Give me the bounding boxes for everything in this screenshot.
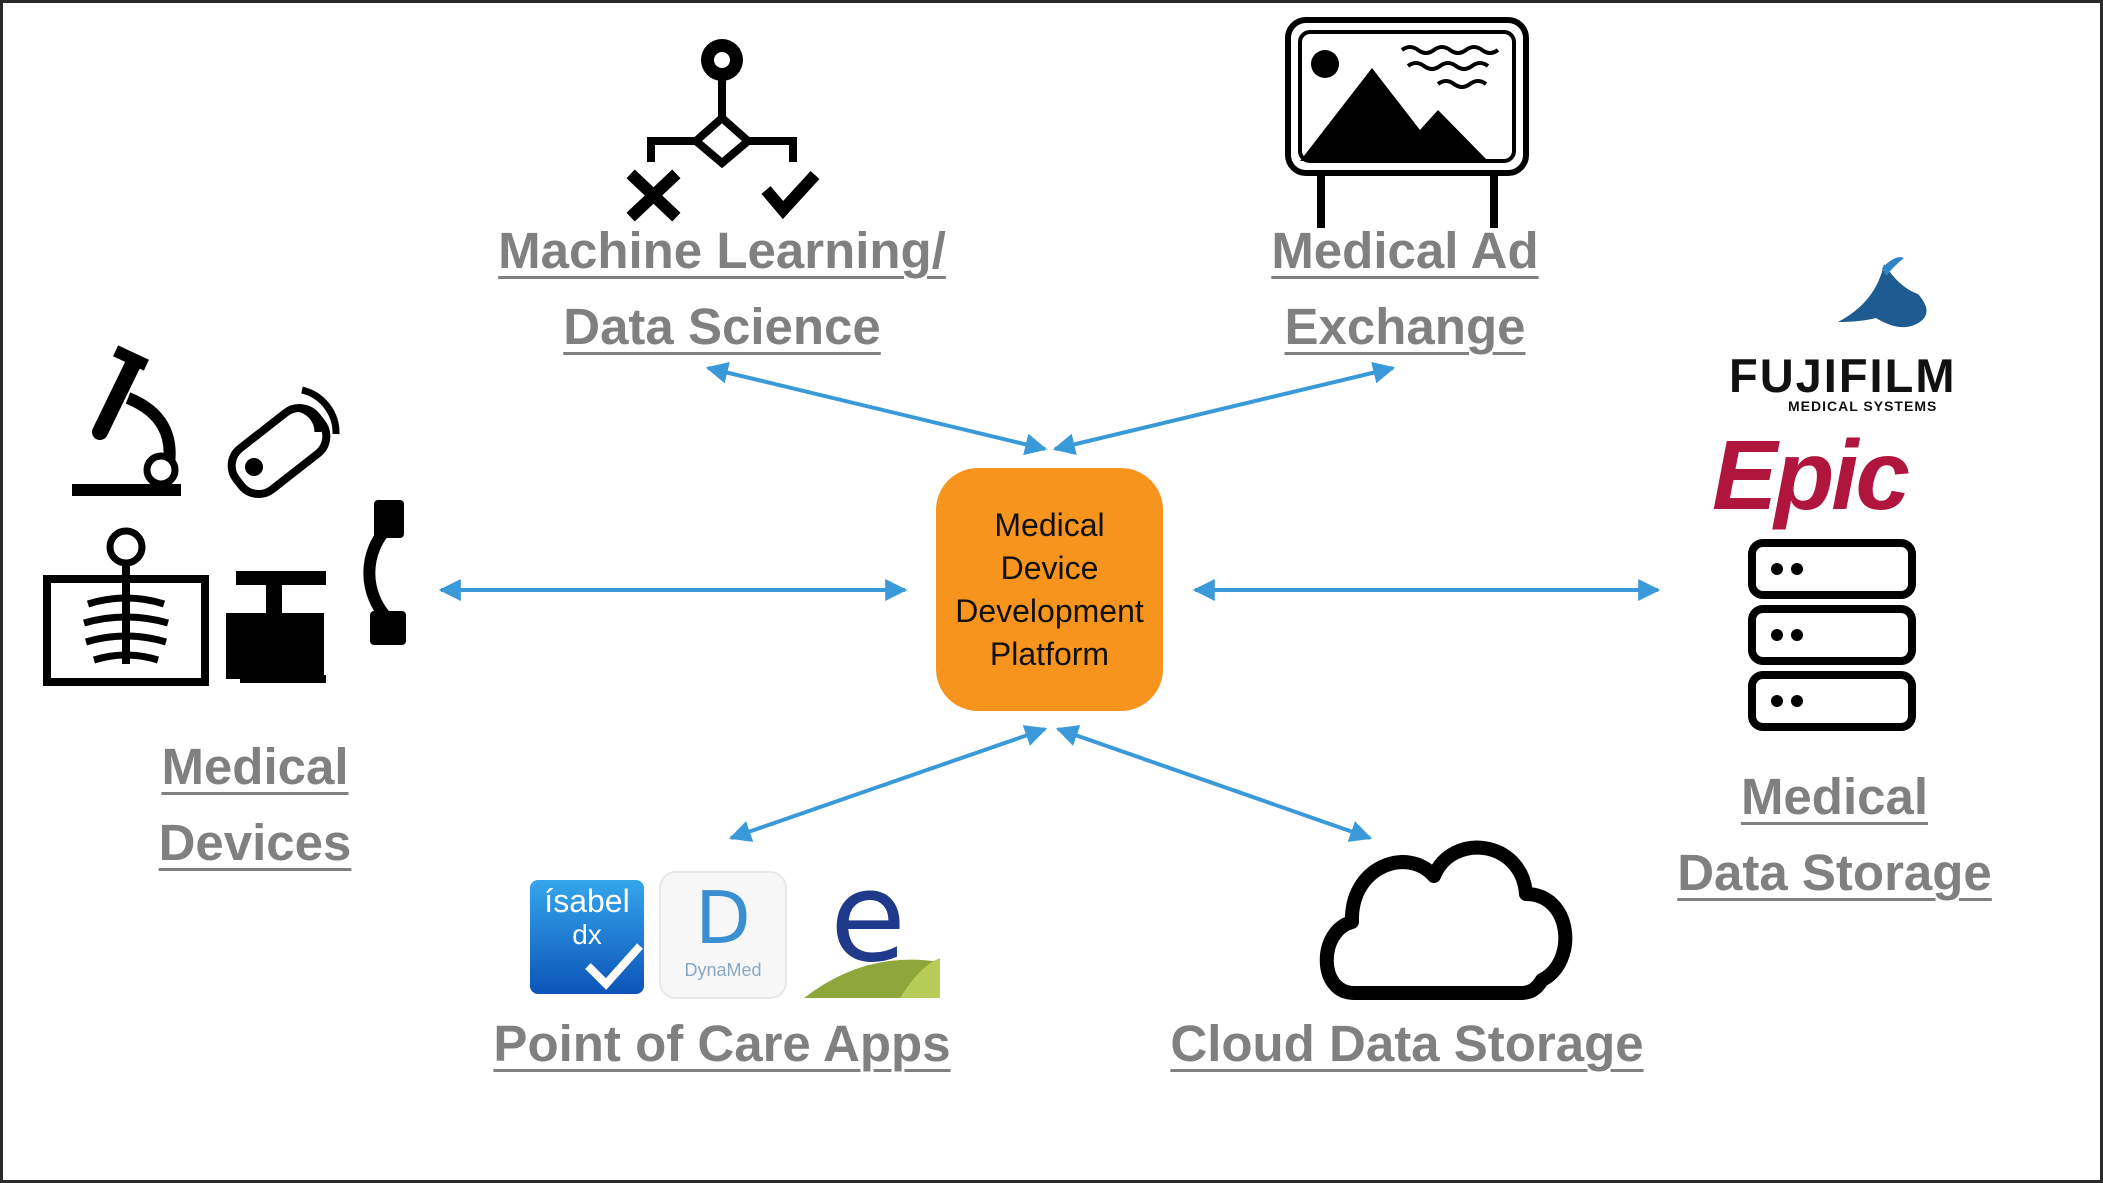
fujifilm-logo: FUJIFILM [1729,349,1957,402]
ml-label-line2: Data Science [563,298,881,355]
c-arm-icon [226,500,406,683]
arrow-ml [705,361,1048,456]
cloud-label: Cloud Data Storage [1170,1015,1644,1072]
xray-icon [43,527,209,686]
flashlight-icon [227,386,340,499]
storage-label-line1: Medical [1740,768,1929,825]
hub-line: Device [1000,549,1099,586]
medical-data-storage-link[interactable]: Medical Data Storage [1657,759,2012,911]
medical-devices-link[interactable]: Medical Devices [135,729,375,881]
arrow-ad [1052,361,1396,456]
butterfly-icon [1838,257,1927,328]
devices-label-line2: Devices [158,814,352,871]
poc-label: Point of Care Apps [493,1015,951,1072]
ad-label-line2: Exchange [1284,298,1526,355]
cloud-icon [1319,840,1573,1000]
epic-logo: Epic [1712,420,1910,530]
server-rack-icon [1748,539,1916,731]
storage-label-line2: Data Storage [1677,844,1992,901]
dynamed-icon [659,871,787,999]
e-app-letter: e [829,846,907,990]
hub-line: Medical [994,506,1105,543]
dynamed-text: DynaMed [684,960,762,980]
dynamed-letter: D [695,876,751,960]
medical-ad-exchange-link[interactable]: Medical Ad Exchange [1224,213,1586,365]
cloud-data-storage-link[interactable]: Cloud Data Storage [1152,1006,1662,1082]
ad-label-line1: Medical Ad [1271,222,1539,279]
fujifilm-subtitle: MEDICAL SYSTEMS [1788,398,1938,414]
platform-hub: Medical Device Development Platform [936,468,1163,711]
hub-line: Platform [989,635,1110,672]
billboard-icon [1285,17,1529,228]
devices-label-line1: Medical [161,738,349,795]
e-app-icon [804,958,940,998]
point-of-care-apps-link[interactable]: Point of Care Apps [478,1006,966,1082]
hub-line: Development [955,592,1144,629]
arrow-poc [728,725,1048,842]
isabel-dx-icon [530,880,644,994]
microscope-icon [72,345,181,496]
ml-label-line1: Machine Learning/ [498,222,946,279]
isabel-dx-text: dx [572,919,602,950]
arrow-cloud [1055,725,1373,842]
decision-tree-icon [626,39,820,222]
ml-data-science-link[interactable]: Machine Learning/ Data Science [480,213,964,365]
isabel-text: ísabel [544,883,630,919]
